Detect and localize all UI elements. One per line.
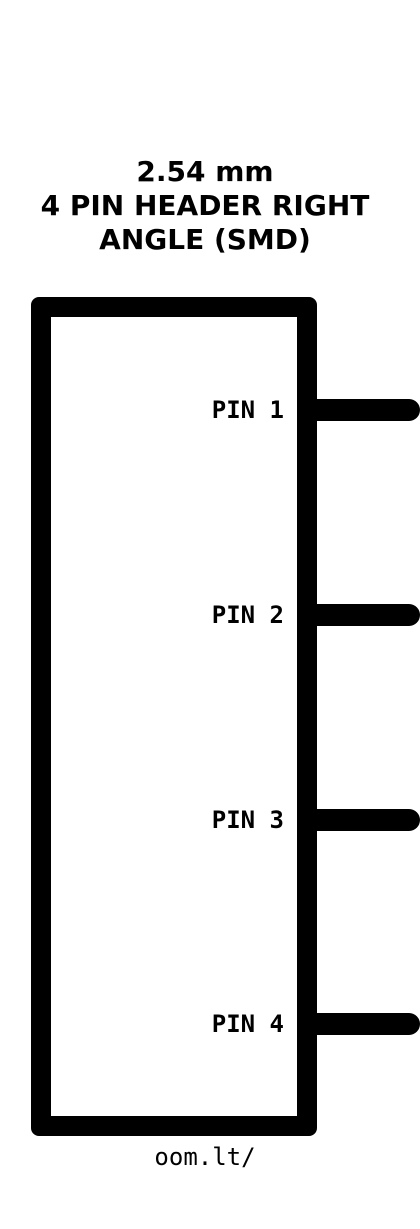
pin-4-lead	[300, 1013, 420, 1035]
pin-3-label: PIN 3	[211, 806, 284, 834]
footer-url: oom.lt/	[154, 1143, 256, 1171]
pin-4-label: PIN 4	[211, 1010, 284, 1038]
diagram-title: 2.54 mm 4 PIN HEADER RIGHT ANGLE (SMD)	[0, 155, 410, 257]
pin-1-label: PIN 1	[211, 396, 284, 424]
pin-1-lead	[300, 399, 420, 421]
title-line-2: 4 PIN HEADER RIGHT	[40, 189, 370, 222]
title-line-1: 2.54 mm	[136, 155, 274, 188]
pin-3-lead	[300, 809, 420, 831]
title-line-3: ANGLE (SMD)	[99, 223, 311, 256]
pin-2-lead	[300, 604, 420, 626]
pin-2-label: PIN 2	[211, 601, 284, 629]
header-body-outline	[31, 297, 317, 1136]
